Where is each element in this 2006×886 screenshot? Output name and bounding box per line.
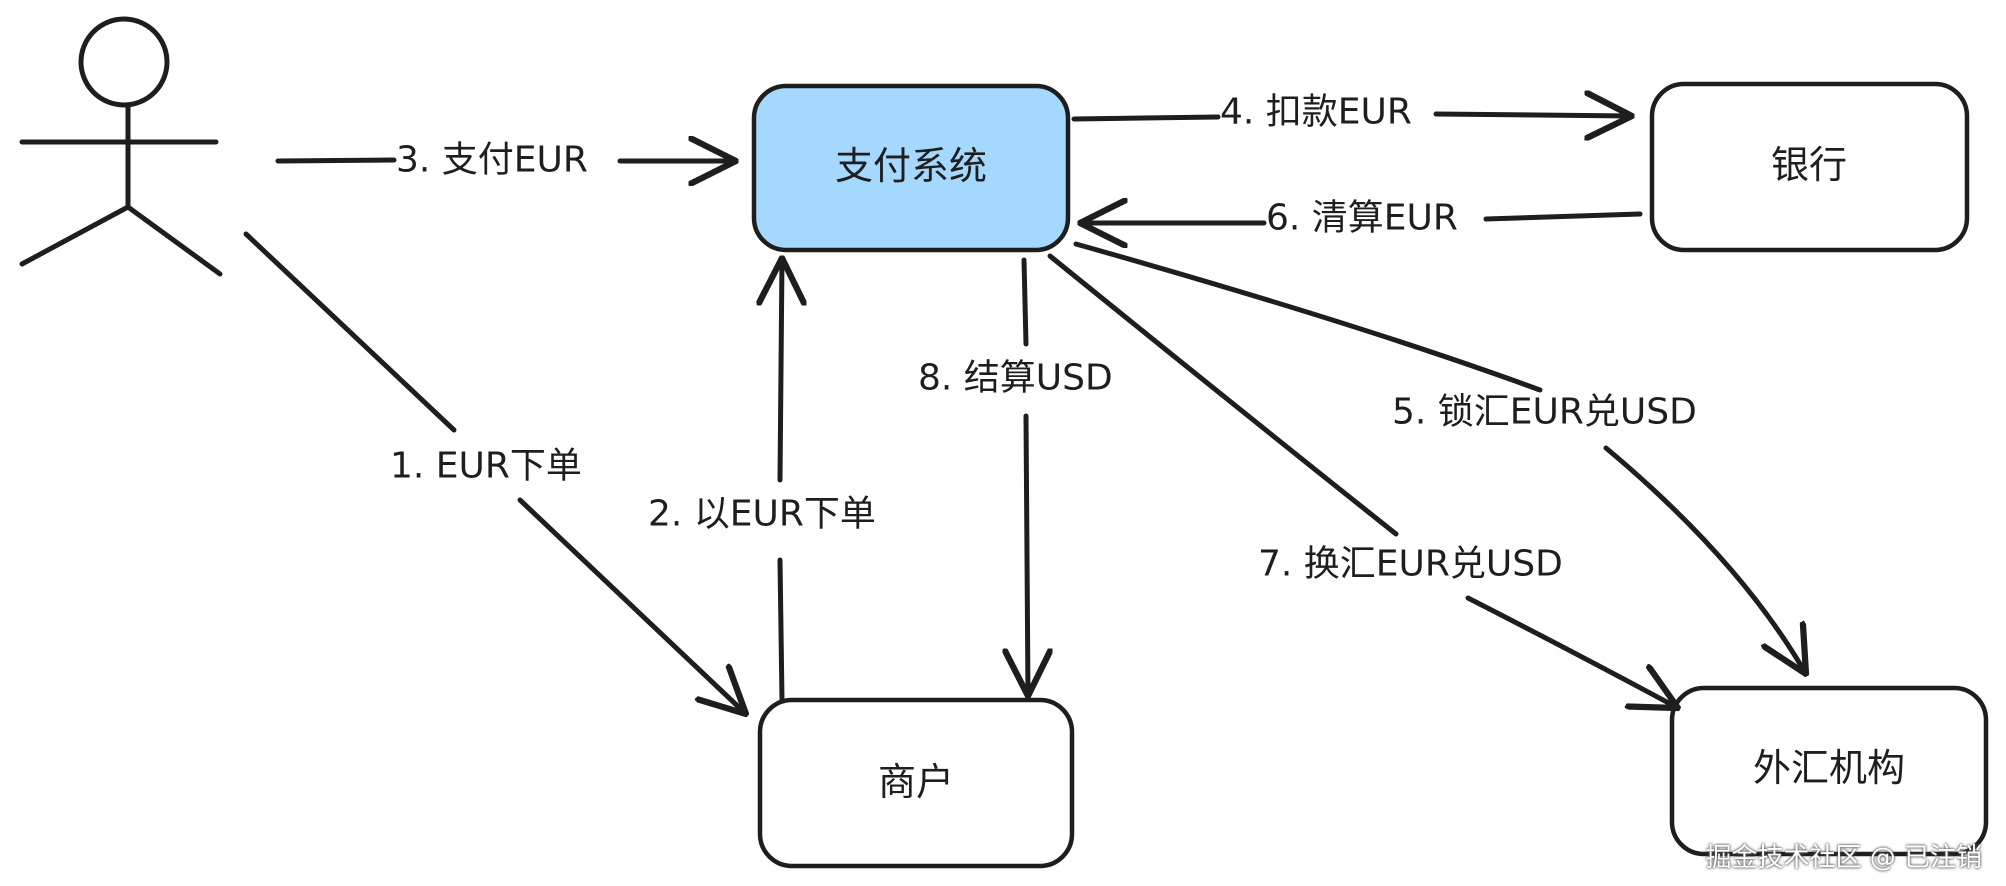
edge-4-label: 4. 扣款EUR [1220, 92, 1412, 133]
node-merchant: 商户 [757, 697, 1075, 869]
user-stick-figure [19, 16, 223, 277]
fx-institution-box [1669, 685, 1989, 857]
merchant-label: 商户 [878, 760, 954, 804]
watermark: 掘金技术社区 @ 已注销 [1705, 843, 1982, 873]
edge-6-label: 6. 清算EUR [1266, 198, 1458, 239]
merchant-box [757, 697, 1075, 869]
edge-2-label: 2. 以EUR下单 [648, 494, 876, 535]
bank-label: 银行 [1771, 143, 1847, 187]
edge-7-label: 7. 换汇EUR兑USD [1258, 544, 1563, 585]
edge-3-pay-eur: 3. 支付EUR [275, 140, 739, 181]
edge-8-label: 8. 结算USD [918, 358, 1113, 399]
node-payment-system: 支付系统 [751, 83, 1071, 253]
payment-system-label: 支付系统 [835, 144, 987, 188]
edge-7-exchange-eur-usd: 7. 换汇EUR兑USD [1047, 253, 1678, 708]
node-fx-institution: 外汇机构 [1669, 685, 1989, 857]
edge-5-lock-rate-eur-usd: 5. 锁汇EUR兑USD [1073, 241, 1806, 674]
fx-institution-label: 外汇机构 [1753, 746, 1905, 790]
edge-3-label: 3. 支付EUR [396, 140, 588, 181]
edge-6-clear-eur: 6. 清算EUR [1077, 198, 1643, 239]
payment-system-box [751, 83, 1071, 253]
edge-2-order-in-eur: 2. 以EUR下单 [648, 258, 876, 703]
edge-1-label: 1. EUR下单 [390, 446, 582, 487]
edge-1-eur-order: 1. EUR下单 [243, 231, 746, 714]
edge-4-debit-eur: 4. 扣款EUR [1071, 92, 1632, 133]
node-bank: 银行 [1649, 81, 1970, 253]
bank-box [1649, 81, 1970, 253]
edge-5-label: 5. 锁汇EUR兑USD [1392, 392, 1697, 433]
edge-8-settle-usd: 8. 结算USD [918, 257, 1113, 696]
